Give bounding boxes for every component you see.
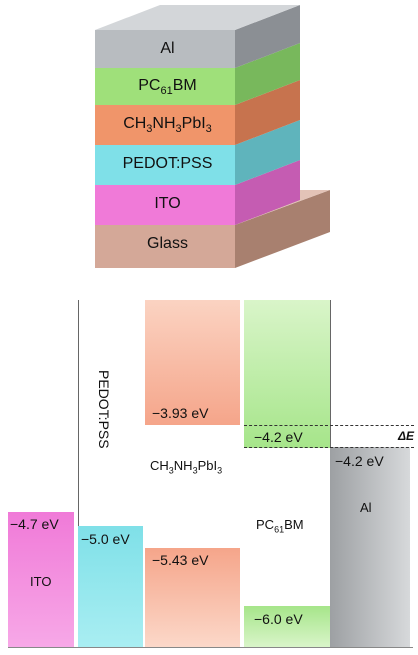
lumo-dashed-line <box>244 425 414 426</box>
ito-layer <box>95 160 300 225</box>
ito-label: ITO <box>30 574 52 589</box>
device-stack <box>95 5 330 268</box>
al-layer <box>95 5 300 68</box>
pcbm-layer-label: PC61BM <box>138 77 197 98</box>
pedot-label: PEDOT:PSS <box>96 370 112 449</box>
pcbm-layer <box>95 43 300 105</box>
al-layer-label: Al <box>160 40 175 57</box>
pedot-layer-label: PEDOT:PSS <box>122 155 213 172</box>
pcbm-homo-label: −6.0 eV <box>254 611 303 627</box>
perovskite-lumo-band <box>145 300 240 425</box>
al-level-label: −4.2 eV <box>335 453 384 469</box>
pcbm-homo-band <box>244 606 330 647</box>
pcbm-label: PC61BM <box>256 517 304 535</box>
pedot-level-label: −5.0 eV <box>81 531 130 547</box>
ito-band <box>8 512 74 647</box>
perovskite-lumo-label: −3.93 eV <box>152 405 209 421</box>
ito-layer-label: ITO <box>154 195 181 212</box>
pcbm-lumo-label: −4.2 eV <box>254 429 303 445</box>
perovskite-homo-band <box>145 548 240 647</box>
perovskite-layer-label: CH3NH3PbI3 <box>123 115 212 136</box>
pedot-band <box>78 526 143 647</box>
ito-level-label: −4.7 eV <box>10 516 59 532</box>
pedot-left-edge <box>78 300 79 647</box>
pcbm-lumo-band <box>244 300 330 448</box>
perovskite-layer <box>95 80 300 145</box>
al-label: Al <box>360 500 372 515</box>
al-band <box>330 447 410 647</box>
baseline <box>8 647 413 648</box>
al-dashed-line <box>244 447 414 448</box>
delta-e-label: ΔE <box>398 429 415 443</box>
perovskite-label: CH3NH3PbI3 <box>150 458 223 476</box>
glass-layer-label: Glass <box>147 235 188 252</box>
pedot-layer <box>95 120 300 185</box>
perovskite-homo-label: −5.43 eV <box>152 552 209 568</box>
